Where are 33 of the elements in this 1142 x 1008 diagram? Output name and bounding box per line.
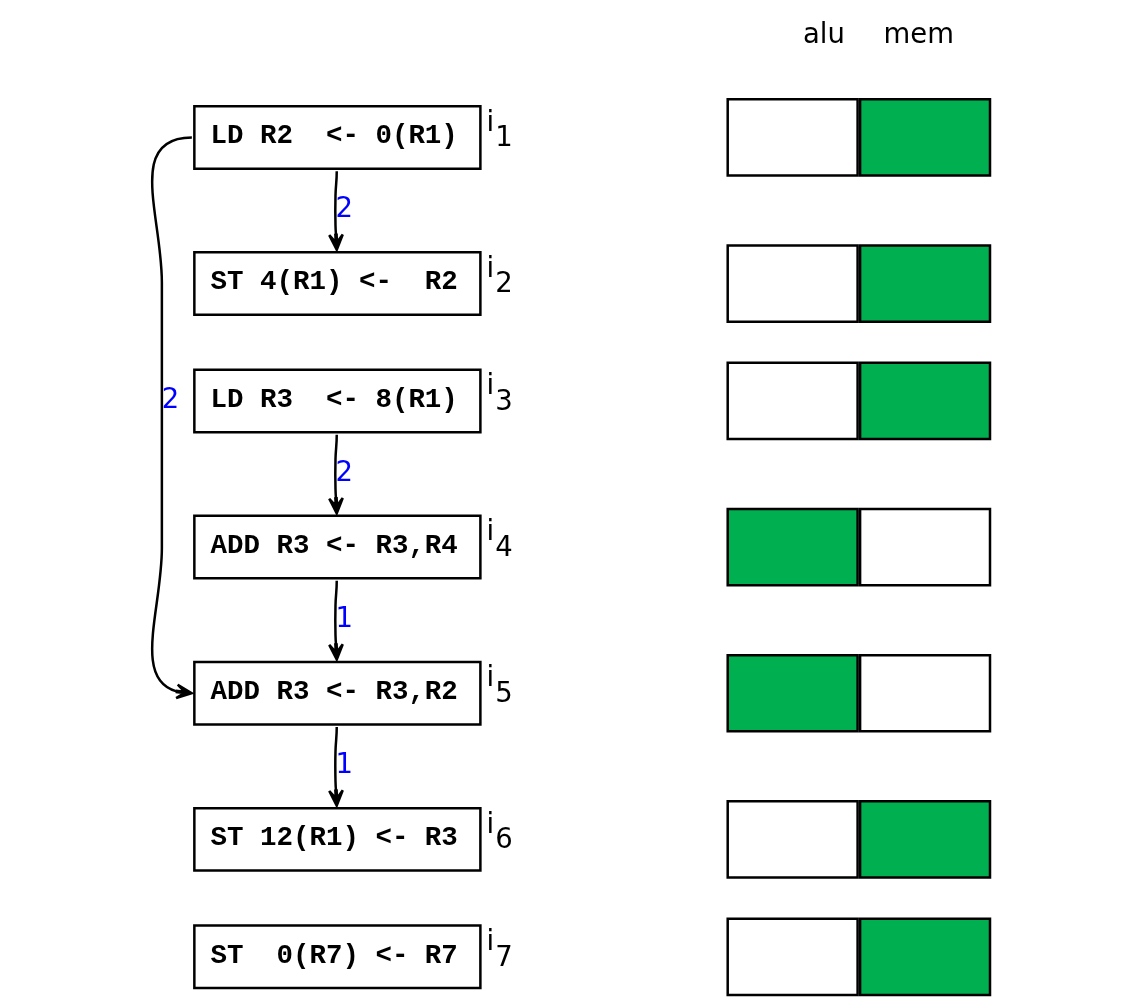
arrow — [328, 434, 344, 515]
edge-label: 1 — [335, 602, 353, 634]
edge-label: 2 — [335, 456, 353, 488]
label: alu — [802, 17, 845, 49]
node-box: ST 12(R1) <- R3 — [193, 806, 482, 872]
node-box: ADD R3 <- R3,R2 — [193, 660, 482, 726]
edge-label: 1 — [335, 748, 353, 780]
node-box — [858, 800, 992, 879]
edge-label: 2 — [335, 192, 353, 224]
node-box — [858, 917, 992, 997]
node-box: ADD R3 <- R3,R4 — [193, 514, 482, 580]
node-box: LD R3 <- 8(R1) — [193, 368, 482, 434]
node-box — [858, 244, 992, 323]
arrow — [328, 726, 344, 807]
node-box — [726, 917, 859, 997]
arrow — [151, 136, 194, 700]
node-box: ST 4(R1) <- R2 — [193, 251, 482, 316]
node-box: LD R2 <- 0(R1) — [193, 104, 482, 170]
node-box — [726, 244, 859, 323]
arrow — [328, 580, 344, 661]
node-box — [858, 361, 992, 441]
node-box — [726, 800, 859, 879]
node-box — [726, 653, 859, 733]
label: mem — [883, 17, 955, 49]
edge-label: 2 — [161, 382, 180, 414]
node-box: ST 0(R7) <- R7 — [193, 924, 482, 990]
node-box — [858, 98, 992, 177]
node-box — [858, 507, 992, 587]
node-box — [858, 653, 992, 733]
node-box — [726, 361, 859, 441]
node-box — [726, 98, 859, 177]
arrow — [328, 171, 344, 252]
node-box — [726, 507, 859, 587]
